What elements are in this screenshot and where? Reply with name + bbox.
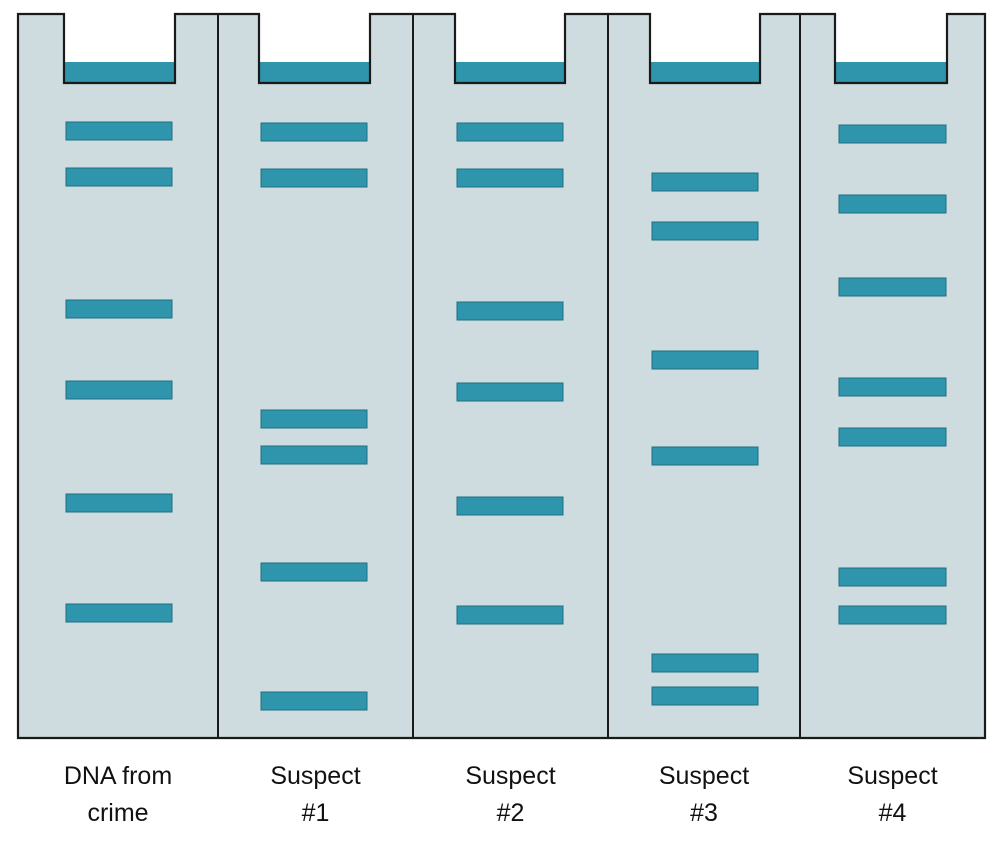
well-sample-crime (65, 62, 174, 83)
lane-label-suspect-3: Suspect #3 (608, 758, 800, 834)
dna-band-suspect-1-4 (260, 445, 368, 465)
dna-band-suspect-1-2 (260, 168, 368, 188)
dna-band-suspect-3-6 (651, 686, 759, 706)
dna-band-suspect-1-5 (260, 562, 368, 582)
dna-band-crime-3 (65, 299, 173, 319)
lane-label-suspect-4-line2: #4 (878, 799, 907, 827)
dna-band-crime-5 (65, 493, 173, 513)
lane-label-suspect-2-line1: Suspect (465, 762, 556, 790)
dna-band-suspect-2-2 (456, 168, 564, 188)
gel-outline (16, 12, 987, 740)
dna-band-suspect-3-1 (651, 172, 759, 192)
dna-band-suspect-3-3 (651, 350, 759, 370)
dna-band-suspect-4-4 (838, 377, 947, 397)
dna-band-suspect-3-5 (651, 653, 759, 673)
dna-band-suspect-1-1 (260, 122, 368, 142)
lane-label-suspect-4-line1: Suspect (847, 762, 938, 790)
dna-band-suspect-4-1 (838, 124, 947, 144)
lane-label-suspect-3-line2: #3 (690, 799, 718, 827)
lane-label-suspect-2: Suspect #2 (413, 758, 608, 834)
dna-band-crime-4 (65, 380, 173, 400)
dna-band-crime-6 (65, 603, 173, 623)
dna-band-suspect-3-2 (651, 221, 759, 241)
dna-band-suspect-2-5 (456, 496, 564, 516)
dna-band-suspect-4-3 (838, 277, 947, 297)
dna-band-suspect-4-5 (838, 427, 947, 447)
dna-band-crime-1 (65, 121, 173, 141)
dna-band-crime-2 (65, 167, 173, 187)
dna-band-suspect-4-2 (838, 194, 947, 214)
lane-label-suspect-1: Suspect #1 (218, 758, 413, 834)
dna-band-suspect-2-1 (456, 122, 564, 142)
dna-band-suspect-2-3 (456, 301, 564, 321)
dna-band-suspect-1-6 (260, 691, 368, 711)
well-sample-suspect-1 (260, 62, 369, 83)
lane-label-suspect-1-line2: #1 (301, 799, 330, 827)
lane-label-crime-line2: crime (87, 799, 149, 827)
dna-band-suspect-4-6 (838, 567, 947, 587)
dna-band-suspect-2-4 (456, 382, 564, 402)
lane-label-suspect-2-line2: #2 (496, 799, 525, 827)
well-sample-suspect-2 (456, 62, 564, 83)
dna-band-suspect-4-7 (838, 605, 947, 625)
dna-band-suspect-3-4 (651, 446, 759, 466)
lane-label-suspect-3-line1: Suspect (658, 762, 750, 790)
well-sample-suspect-3 (651, 62, 759, 83)
lane-label-crime: DNA from crime (18, 758, 218, 834)
dna-band-suspect-2-6 (456, 605, 564, 625)
lane-label-crime-line1: DNA from (63, 762, 173, 790)
lane-label-suspect-1-line1: Suspect (270, 762, 361, 790)
well-sample-suspect-4 (836, 62, 946, 83)
lane-label-suspect-4: Suspect #4 (800, 758, 985, 834)
dna-band-suspect-1-3 (260, 409, 368, 429)
